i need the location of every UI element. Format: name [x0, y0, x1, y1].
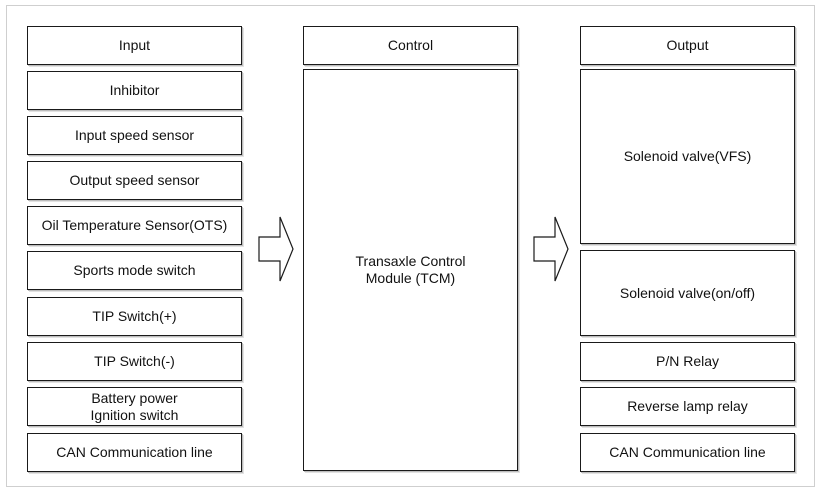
tcm-module-box: Transaxle Control Module (TCM) [303, 69, 518, 471]
input-item-can-line: CAN Communication line [27, 433, 242, 472]
diagram-frame [6, 5, 815, 487]
input-item-output-speed-sensor: Output speed sensor [27, 161, 242, 200]
input-item-tip-switch-plus: TIP Switch(+) [27, 297, 242, 336]
input-item-sports-mode-switch: Sports mode switch [27, 251, 242, 290]
input-item-oil-temperature-sensor: Oil Temperature Sensor(OTS) [27, 206, 242, 245]
arrow-control-to-output-shape [533, 216, 569, 282]
input-item-inhibitor: Inhibitor [27, 71, 242, 110]
input-item-tip-switch-minus: TIP Switch(-) [27, 342, 242, 381]
output-header: Output [580, 26, 795, 65]
input-header: Input [27, 26, 242, 65]
output-item-solenoid-vfs: Solenoid valve(VFS) [580, 69, 795, 244]
input-item-battery-ignition: Battery power Ignition switch [27, 387, 242, 426]
output-item-reverse-lamp-relay: Reverse lamp relay [580, 387, 795, 426]
arrow-input-to-control-shape [258, 216, 294, 282]
control-header: Control [303, 26, 518, 65]
arrow-input-to-control [258, 216, 294, 282]
input-item-input-speed-sensor: Input speed sensor [27, 116, 242, 155]
output-item-solenoid-onoff: Solenoid valve(on/off) [580, 250, 795, 336]
output-item-pn-relay: P/N Relay [580, 342, 795, 381]
output-item-can-line: CAN Communication line [580, 433, 795, 472]
arrow-control-to-output [533, 216, 569, 282]
